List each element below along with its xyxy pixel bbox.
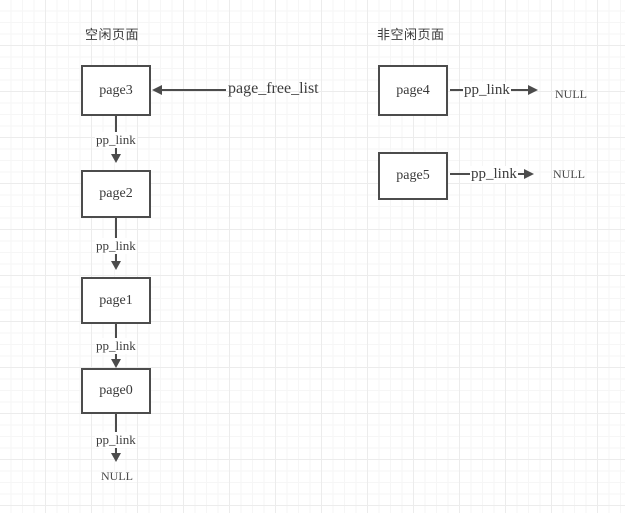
edge-arrowhead-page2-page1-icon (111, 261, 121, 270)
node-page2[interactable]: page2 (81, 170, 151, 218)
node-label: page4 (396, 82, 430, 98)
terminator-null-free-list: NULL (101, 469, 133, 483)
root-pointer-arrowhead-icon (152, 85, 162, 95)
edge-label-page1-page0: pp_link (95, 338, 137, 354)
edge-arrowhead-page5-null-icon (524, 169, 534, 179)
node-label: page3 (99, 82, 133, 98)
edge-label-page3-page2: pp_link (95, 132, 137, 148)
root-pointer-label: page_free_list (228, 80, 319, 97)
edge-arrowhead-page0-null-icon (111, 453, 121, 462)
node-page4[interactable]: page4 (378, 65, 448, 116)
node-label: page0 (99, 383, 133, 398)
node-page5[interactable]: page5 (378, 152, 448, 200)
node-page1[interactable]: page1 (81, 277, 151, 324)
terminator-null-page5: NULL (553, 167, 585, 181)
edge-label-page4-null: pp_link (463, 82, 511, 99)
section-title-free-pages: 空闲页面 (85, 28, 140, 43)
edge-arrowhead-page1-page0-icon (111, 359, 121, 368)
edge-label-page0-null: pp_link (95, 432, 137, 448)
section-title-non-free-pages: 非空闲页面 (377, 28, 445, 43)
node-page0[interactable]: page0 (81, 368, 151, 414)
terminator-null-page4: NULL (555, 87, 587, 101)
node-label: page1 (99, 292, 133, 308)
root-pointer-line (160, 89, 226, 91)
edge-label-page5-null: pp_link (470, 166, 518, 183)
node-page3[interactable]: page3 (81, 65, 151, 116)
node-label: page2 (99, 186, 133, 201)
edge-arrowhead-page3-page2-icon (111, 154, 121, 163)
edge-arrowhead-page4-null-icon (528, 85, 538, 95)
node-label: page5 (396, 168, 430, 183)
edge-label-page2-page1: pp_link (95, 238, 137, 254)
